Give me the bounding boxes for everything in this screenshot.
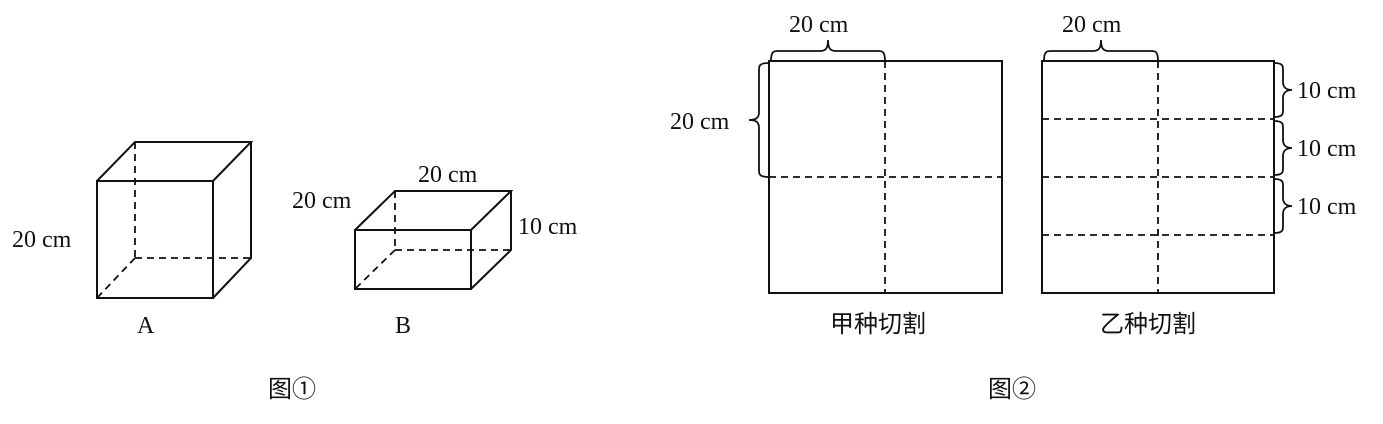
box-b-top-face — [354, 190, 514, 231]
cut-yi-row-label-3: 10 cm — [1297, 194, 1357, 220]
cut-jia-caption: 甲种切割 — [830, 311, 926, 338]
cube-a: 20 cm A — [12, 141, 254, 339]
figure1-caption: 图① — [268, 376, 316, 403]
cube-a-front-face — [96, 180, 214, 299]
cut-yi-caption: 乙种切割 — [1100, 311, 1196, 338]
box-b-hidden-depth-edge — [354, 249, 396, 290]
box-b-height-label: 10 cm — [518, 214, 578, 240]
cut-yi-top-label: 20 cm — [1062, 12, 1122, 38]
cut-jia-side-label: 20 cm — [670, 109, 730, 135]
figure2-caption: 图② — [988, 376, 1036, 403]
cube-a-edge-label: 20 cm — [12, 227, 72, 253]
cut-jia-side-brace — [748, 62, 770, 178]
cut-yi: 20 cm 10 cm 10 cm 10 cm 乙种切割 — [1041, 12, 1357, 338]
cut-yi-row-label-1: 10 cm — [1297, 78, 1357, 104]
box-b-front-face — [354, 229, 472, 290]
cut-yi-row-label-2: 10 cm — [1297, 136, 1357, 162]
box-b-letter: B — [395, 313, 411, 339]
box-b-length-label: 20 cm — [418, 162, 478, 188]
cube-a-hidden-depth-edge — [96, 257, 136, 299]
box-b-depth-label: 20 cm — [292, 188, 352, 214]
cut-yi-row-brace-3 — [1273, 178, 1293, 234]
cube-a-letter: A — [137, 313, 155, 339]
box-b-right-face — [470, 191, 512, 290]
cube-a-top-face — [96, 141, 254, 182]
cut-jia: 20 cm 20 cm 甲种切割 — [670, 12, 1003, 338]
cut-jia-top-label: 20 cm — [789, 12, 849, 38]
cube-a-right-face — [212, 142, 252, 299]
cut-yi-row-brace-2 — [1273, 120, 1293, 176]
box-b: 20 cm 20 cm 10 cm B — [292, 162, 578, 339]
cut-yi-row-brace-1 — [1273, 62, 1293, 118]
cut-yi-top-brace — [1043, 39, 1159, 62]
cut-jia-top-brace — [770, 39, 886, 62]
